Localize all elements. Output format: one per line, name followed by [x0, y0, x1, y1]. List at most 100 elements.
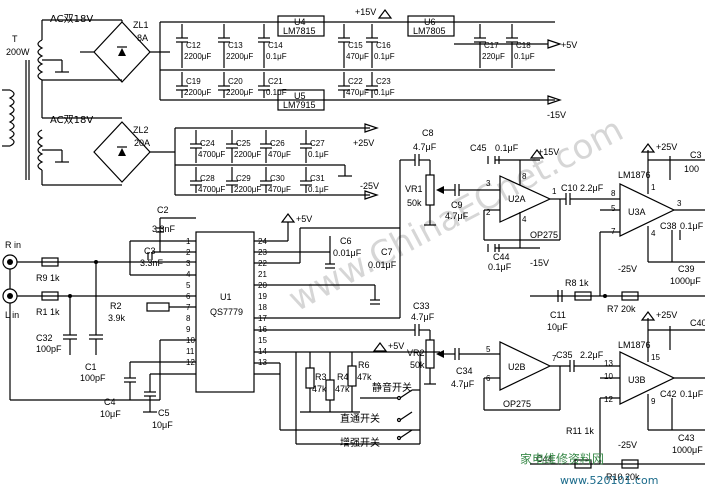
c10-val: 2.2μF [580, 183, 604, 193]
qs-pin-3: 3 [186, 259, 191, 268]
c25-label: C25 [236, 139, 251, 148]
c22-value: 470μF [346, 88, 369, 97]
r-in-label: R in [5, 240, 21, 250]
svg-text:7: 7 [552, 354, 557, 363]
c8-val: 4.7μF [413, 142, 437, 152]
transformer-rating: 200W [6, 47, 30, 57]
svg-text:10: 10 [604, 372, 613, 381]
c29-label: C29 [236, 174, 251, 183]
c21-value: 0.1μF [266, 88, 287, 97]
capacitor-c17 [474, 24, 486, 68]
bridge-zl1 [42, 19, 170, 83]
c17-value: 220μF [482, 52, 505, 61]
u2a-part: OP275 [530, 230, 558, 240]
qs-pin-7: 7 [186, 303, 191, 312]
top-capacitor-labels: C122200μFC132200μFC140.1μFC15470μFC160.1… [184, 41, 535, 97]
c39-val: 1000μF [670, 276, 701, 286]
u3b-label: U3B [628, 375, 646, 385]
c14-value: 0.1μF [266, 52, 287, 61]
svg-text:15: 15 [651, 353, 660, 362]
direct-switch-label: 直通开关 [340, 412, 380, 425]
capacitor-c26 [260, 130, 272, 163]
u2a-label: U2A [508, 194, 526, 204]
c26-label: C26 [270, 139, 285, 148]
c30-value: 470μF [268, 185, 291, 194]
capacitor-c27 [300, 130, 312, 163]
input-jacks [2, 254, 180, 400]
c23-value: 0.1μF [374, 88, 395, 97]
c7-val: 0.01μF [368, 260, 397, 270]
c32-val: 100pF [36, 344, 62, 354]
r1-label: R1 1k [36, 307, 60, 317]
c11-label: C11 [550, 310, 566, 320]
plus25-mid: +25V [353, 138, 374, 148]
c38-label: C38 [660, 221, 677, 231]
c5-label: C5 [158, 408, 170, 418]
c35-val: 2.2μF [580, 350, 604, 360]
svg-text:8: 8 [522, 172, 527, 181]
capacitor-c23 [366, 72, 378, 98]
u3a-label: U3A [628, 207, 646, 217]
qs-pin-18: 18 [258, 303, 267, 312]
c1-label: C1 [85, 362, 97, 372]
r3-val: 47k [312, 384, 327, 394]
capacitor-c20 [218, 72, 230, 98]
u1-label: U1 [220, 292, 232, 302]
mid-capacitors [190, 130, 312, 193]
capacitor-c29 [226, 167, 238, 193]
c44a-val: 0.1μF [488, 262, 512, 272]
c24-value: 4700μF [198, 150, 225, 159]
c37-label: C3 [690, 150, 702, 160]
c34-label: C34 [456, 366, 473, 376]
c4-label: C4 [104, 397, 116, 407]
svg-text:9: 9 [651, 397, 656, 406]
footer-url[interactable]: www.520101.com [560, 474, 658, 487]
c13-label: C13 [228, 41, 243, 50]
zl2-label: ZL2 [133, 125, 149, 135]
c43-label: C43 [678, 433, 695, 443]
u2a-minus15: -15V [530, 258, 549, 268]
r2-label: R2 [110, 301, 122, 311]
capacitor-c31 [300, 167, 312, 193]
l-in-label: L in [5, 310, 19, 320]
qs7779-chip [195, 231, 255, 393]
r10-label: R10 20k [606, 472, 640, 482]
c28-value: 4700μF [198, 185, 225, 194]
c6-label: C6 [340, 236, 352, 246]
c3-val: 3.3nF [140, 258, 164, 268]
svg-text:5: 5 [486, 345, 491, 354]
capacitor-c24 [190, 130, 202, 163]
capacitor-c12 [176, 24, 188, 68]
c6-val: 0.01μF [333, 248, 362, 258]
minus25-mid: -25V [360, 181, 379, 191]
c26-value: 470μF [268, 150, 291, 159]
c15-value: 470μF [346, 52, 369, 61]
c8-label: C8 [422, 128, 434, 138]
minus15-top: -15V [547, 110, 566, 120]
c12-label: C12 [186, 41, 201, 50]
u2a-plus15: +15V [538, 147, 559, 157]
capacitor-c16 [366, 24, 378, 68]
transformer-label: T [12, 34, 18, 44]
vr1-val: 50k [407, 198, 422, 208]
c34-val: 4.7μF [451, 379, 475, 389]
c5-val: 10μF [152, 420, 173, 430]
u3a-minus25: -25V [618, 264, 637, 274]
c16-label: C16 [376, 41, 391, 50]
u4-part: LM7815 [283, 26, 316, 36]
c9-val: 4.7μF [445, 211, 469, 221]
vr2-label: VR2 [407, 348, 425, 358]
svg-text:2: 2 [486, 208, 491, 217]
zl1-label: ZL1 [133, 20, 149, 30]
vr2-val: 50k [410, 360, 425, 370]
mid-capacitor-labels: C244700μFC252200μFC26470μFC270.1μFC28470… [198, 139, 329, 194]
c30-label: C30 [270, 174, 285, 183]
top-capacitors [176, 24, 518, 98]
c15-label: C15 [348, 41, 363, 50]
qs-pin-19: 19 [258, 292, 267, 301]
boost-switch-label: 增强开关 [340, 436, 380, 449]
sw-plus5: +5V [388, 341, 404, 351]
c27-value: 0.1μF [308, 150, 329, 159]
u3a-plus25: +25V [656, 142, 677, 152]
